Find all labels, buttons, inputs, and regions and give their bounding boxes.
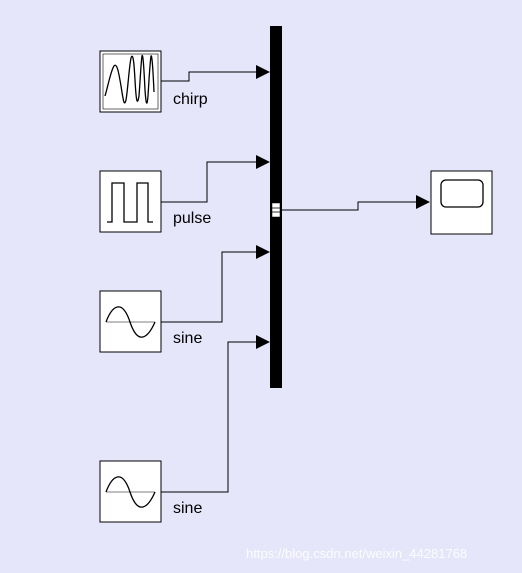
pulse-label: pulse: [173, 210, 211, 227]
chirp-block[interactable]: chirp: [99, 50, 208, 113]
scope-block[interactable]: [430, 170, 493, 235]
arrow-head: [416, 195, 430, 209]
sine-label-1: sine: [173, 330, 202, 347]
chirp-icon: [104, 54, 155, 104]
line-pulse-to-mux[interactable]: [161, 161, 258, 203]
pulse-block[interactable]: pulse: [99, 170, 211, 233]
sine-wave-icon: [105, 476, 156, 508]
sine-wave-icon: [105, 306, 156, 338]
sine-block-2[interactable]: sine: [99, 460, 202, 523]
line-sine2-to-mux[interactable]: [161, 341, 258, 493]
sine-block-1[interactable]: sine: [99, 290, 202, 353]
line-mux-to-scope[interactable]: [282, 201, 417, 211]
line-chirp-to-mux[interactable]: [161, 71, 258, 82]
arrow-head: [256, 155, 270, 169]
line-sine1-to-mux[interactable]: [161, 251, 258, 323]
chirp-label: chirp: [173, 91, 208, 108]
mux-output-marker: [271, 202, 281, 218]
arrow-head: [256, 245, 270, 259]
signal-lines: [161, 71, 417, 493]
arrow-head: [256, 65, 270, 79]
mux-block[interactable]: [270, 26, 282, 388]
sine-label-2: sine: [173, 500, 202, 517]
scope-icon: [440, 179, 484, 208]
arrow-heads: [256, 65, 430, 349]
pulse-icon: [107, 182, 153, 223]
watermark-text: https://blog.csdn.net/weixin_44281768: [246, 546, 467, 561]
arrow-head: [256, 335, 270, 349]
